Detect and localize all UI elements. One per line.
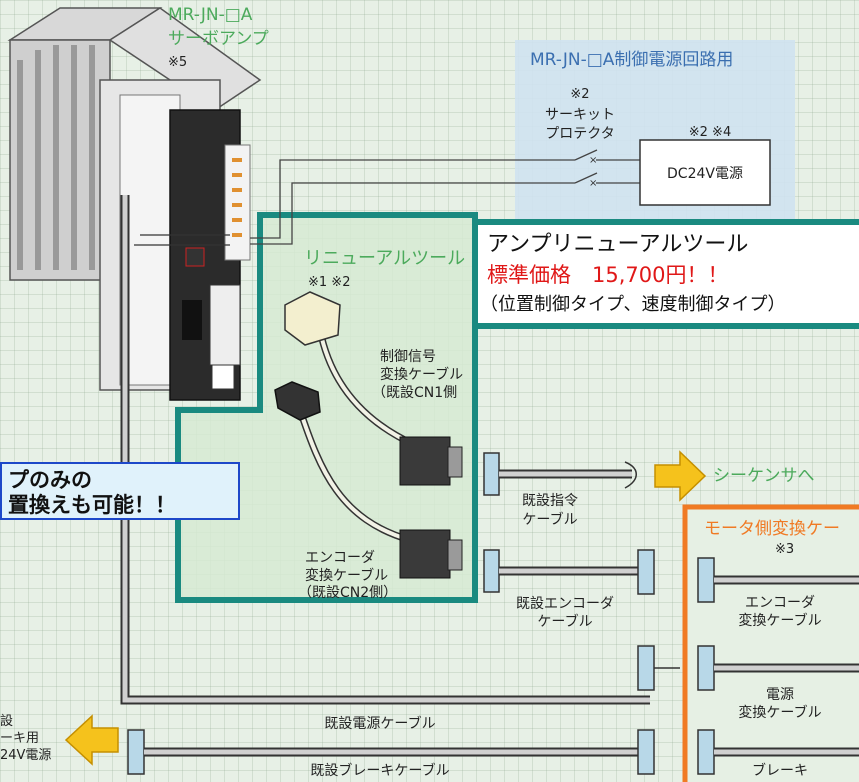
motor-power-line-2: 変換ケーブル [738,705,822,721]
breaker-line-2: プロテクタ [545,126,615,142]
existing-command-line-2: ケーブル [522,512,578,528]
motor-encoder-line-2: 変換ケーブル [738,613,822,629]
callout-line-1: プのみの [8,468,92,492]
control-cable-line-1: 制御信号 [380,349,436,365]
renewal-tool-frame [175,212,478,603]
motor-side-note: ※3 [775,542,795,557]
motor-brake-line-1: ブレーキ [752,763,808,779]
renewal-tool-notes: ※1 ※2 [308,275,351,290]
cn1-plug [284,291,341,346]
power-cable-inner [122,195,650,703]
existing-command-line-1: 既設指令 [522,493,578,509]
control-power-title: MR-JN-□A制御電源回路用 [530,50,734,70]
amp-model: MR-JN-□A [168,5,253,25]
callout-box: プのみの 置換えも可能！！ [0,462,240,520]
renewal-tool-fill [178,215,475,600]
breaker-note: ※2 [570,87,590,102]
encoder-cable-line-1: エンコーダ [305,550,375,566]
dc24v-psu-box [639,139,771,206]
cn2-plug [274,381,321,421]
cn1-connector [399,436,451,486]
brake-psu-arrow-icon [64,714,119,766]
motor-side-title: モータ側変換ケー [704,519,840,539]
control-cable-line-2: 変換ケーブル [380,367,464,383]
encoder-cable-line-2: 変換ケーブル [305,568,389,584]
control-cable-line-3: （既設CN1側 [372,385,458,401]
cn2-connector [399,529,451,579]
price-box [472,219,859,329]
price-line: 標準価格 15,700円！！ [487,263,729,287]
sequencer-label: シーケンサへ [713,466,815,486]
motor-power-line-1: 電源 [766,687,794,703]
encoder-cable-line-3: （既設CN2側） [298,585,398,598]
svg-text:×: × [589,155,597,166]
existing-power-label: 既設電源ケーブル [324,716,436,732]
svg-text:×: × [589,178,597,189]
psu-note: ※2 ※4 [688,125,732,140]
servo-amp-illustration [7,7,262,401]
brake-psu-line-3: 24V電源 [0,748,52,763]
amp-name: サーボアンプ [168,29,269,49]
psu-label: DC24V電源 [667,166,743,182]
existing-encoder-line-2: ケーブル [537,614,593,630]
breaker-line-1: サーキット [545,107,615,123]
price-title: アンプリニューアルツール [487,232,749,257]
renewal-tool-title: リニューアルツール [304,248,466,269]
motor-encoder-line-1: エンコーダ [745,595,815,611]
callout-line-2: 置換えも可能！！ [8,493,176,517]
amp-note: ※5 [168,55,188,70]
price-types: （位置制御タイプ、速度制御タイプ） [480,294,786,315]
brake-psu-line-2: ーキ用 [0,731,40,746]
brake-psu-line-1: 設 [0,714,14,729]
existing-brake-label: 既設ブレーキケーブル [310,763,450,779]
control-wire-1 [250,159,575,239]
to-sequencer-arrow-icon [654,450,707,502]
control-wire-2 [250,182,575,245]
existing-encoder-line-1: 既設エンコーダ [516,596,614,612]
